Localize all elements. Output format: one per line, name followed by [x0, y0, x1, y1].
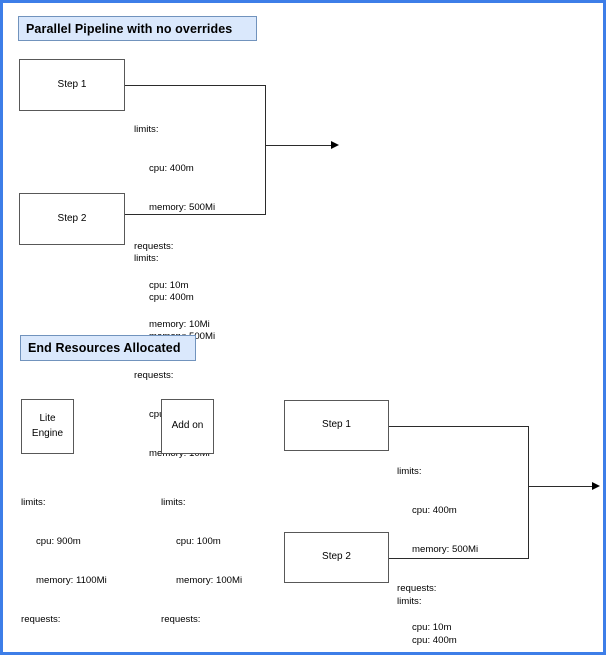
edge-bottom-step-1-horizontal — [389, 426, 529, 428]
edge-top-step-1-horizontal — [125, 85, 266, 87]
limits-label: limits: — [397, 466, 422, 477]
node-top-step-1[interactable]: Step 1 — [19, 59, 125, 111]
node-label: Add on — [171, 420, 204, 432]
node-label: Step 1 — [322, 419, 351, 431]
edge-bottom-output-horizontal — [528, 486, 594, 488]
edge-top-junction-vertical — [265, 85, 267, 215]
limits-cpu: cpu: 100m — [176, 536, 221, 547]
requests-label: requests: — [21, 614, 61, 625]
limits-label: limits: — [134, 253, 159, 264]
requests-memory: memory: 10Mi — [149, 319, 210, 330]
section-header-label: Parallel Pipeline with no overrides — [26, 21, 233, 36]
resources-lite-engine: limits: cpu: 900m memory: 1100Mi request… — [21, 470, 107, 652]
edge-bottom-junction-vertical — [528, 426, 530, 559]
requests-cpu: cpu: 10m — [412, 622, 452, 633]
requests-cpu: cpu: 10m — [149, 280, 189, 291]
limits-cpu: cpu: 400m — [412, 505, 457, 516]
limits-cpu: cpu: 900m — [36, 536, 81, 547]
node-bottom-step-1[interactable]: Step 1 — [284, 400, 389, 451]
requests-label: requests: — [134, 241, 174, 252]
limits-memory: memory: 1100Mi — [36, 575, 107, 586]
limits-memory: memory: 500Mi — [149, 202, 216, 213]
node-label: Step 2 — [322, 551, 351, 563]
node-bottom-step-2[interactable]: Step 2 — [284, 532, 389, 583]
node-label-line-1: Lite — [39, 413, 56, 424]
requests-label: requests: — [161, 614, 201, 625]
node-lite-engine[interactable]: Lite Engine — [21, 399, 74, 454]
node-top-step-2[interactable]: Step 2 — [19, 193, 125, 245]
limits-memory: memory: 100Mi — [176, 575, 243, 586]
resources-bottom-step-2: limits: cpu: 400m memory: 500Mi requests… — [397, 569, 478, 652]
edge-top-output-horizontal — [265, 145, 333, 147]
resources-top-step-1: limits: cpu: 400m memory: 500Mi requests… — [134, 97, 215, 357]
limits-cpu: cpu: 400m — [412, 635, 457, 646]
node-label-line-2: Engine — [31, 427, 64, 439]
limits-memory: memory: 500Mi — [412, 544, 479, 555]
arrow-head-bottom-output — [592, 482, 600, 490]
limits-cpu: cpu: 400m — [149, 163, 194, 174]
node-add-on[interactable]: Add on — [161, 399, 214, 454]
edge-top-step-2-horizontal — [125, 214, 266, 216]
limits-label: limits: — [134, 124, 159, 135]
limits-label: limits: — [397, 596, 422, 607]
requests-label: requests: — [134, 370, 174, 381]
node-label: Step 1 — [57, 78, 87, 90]
arrow-head-top-output — [331, 141, 339, 149]
section-header-parallel-pipeline: Parallel Pipeline with no overrides — [18, 16, 257, 41]
resources-add-on: limits: cpu: 100m memory: 100Mi requests… — [161, 470, 243, 652]
requests-label: requests: — [397, 583, 437, 594]
limits-cpu: cpu: 400m — [149, 292, 194, 303]
section-header-label: End Resources Allocated — [28, 341, 181, 355]
resources-bottom-step-1: limits: cpu: 400m memory: 500Mi requests… — [397, 439, 479, 652]
limits-label: limits: — [21, 497, 46, 508]
node-label: Step 2 — [57, 212, 87, 224]
limits-label: limits: — [161, 497, 186, 508]
edge-bottom-step-2-horizontal — [389, 558, 529, 560]
section-header-end-resources: End Resources Allocated — [20, 335, 196, 361]
